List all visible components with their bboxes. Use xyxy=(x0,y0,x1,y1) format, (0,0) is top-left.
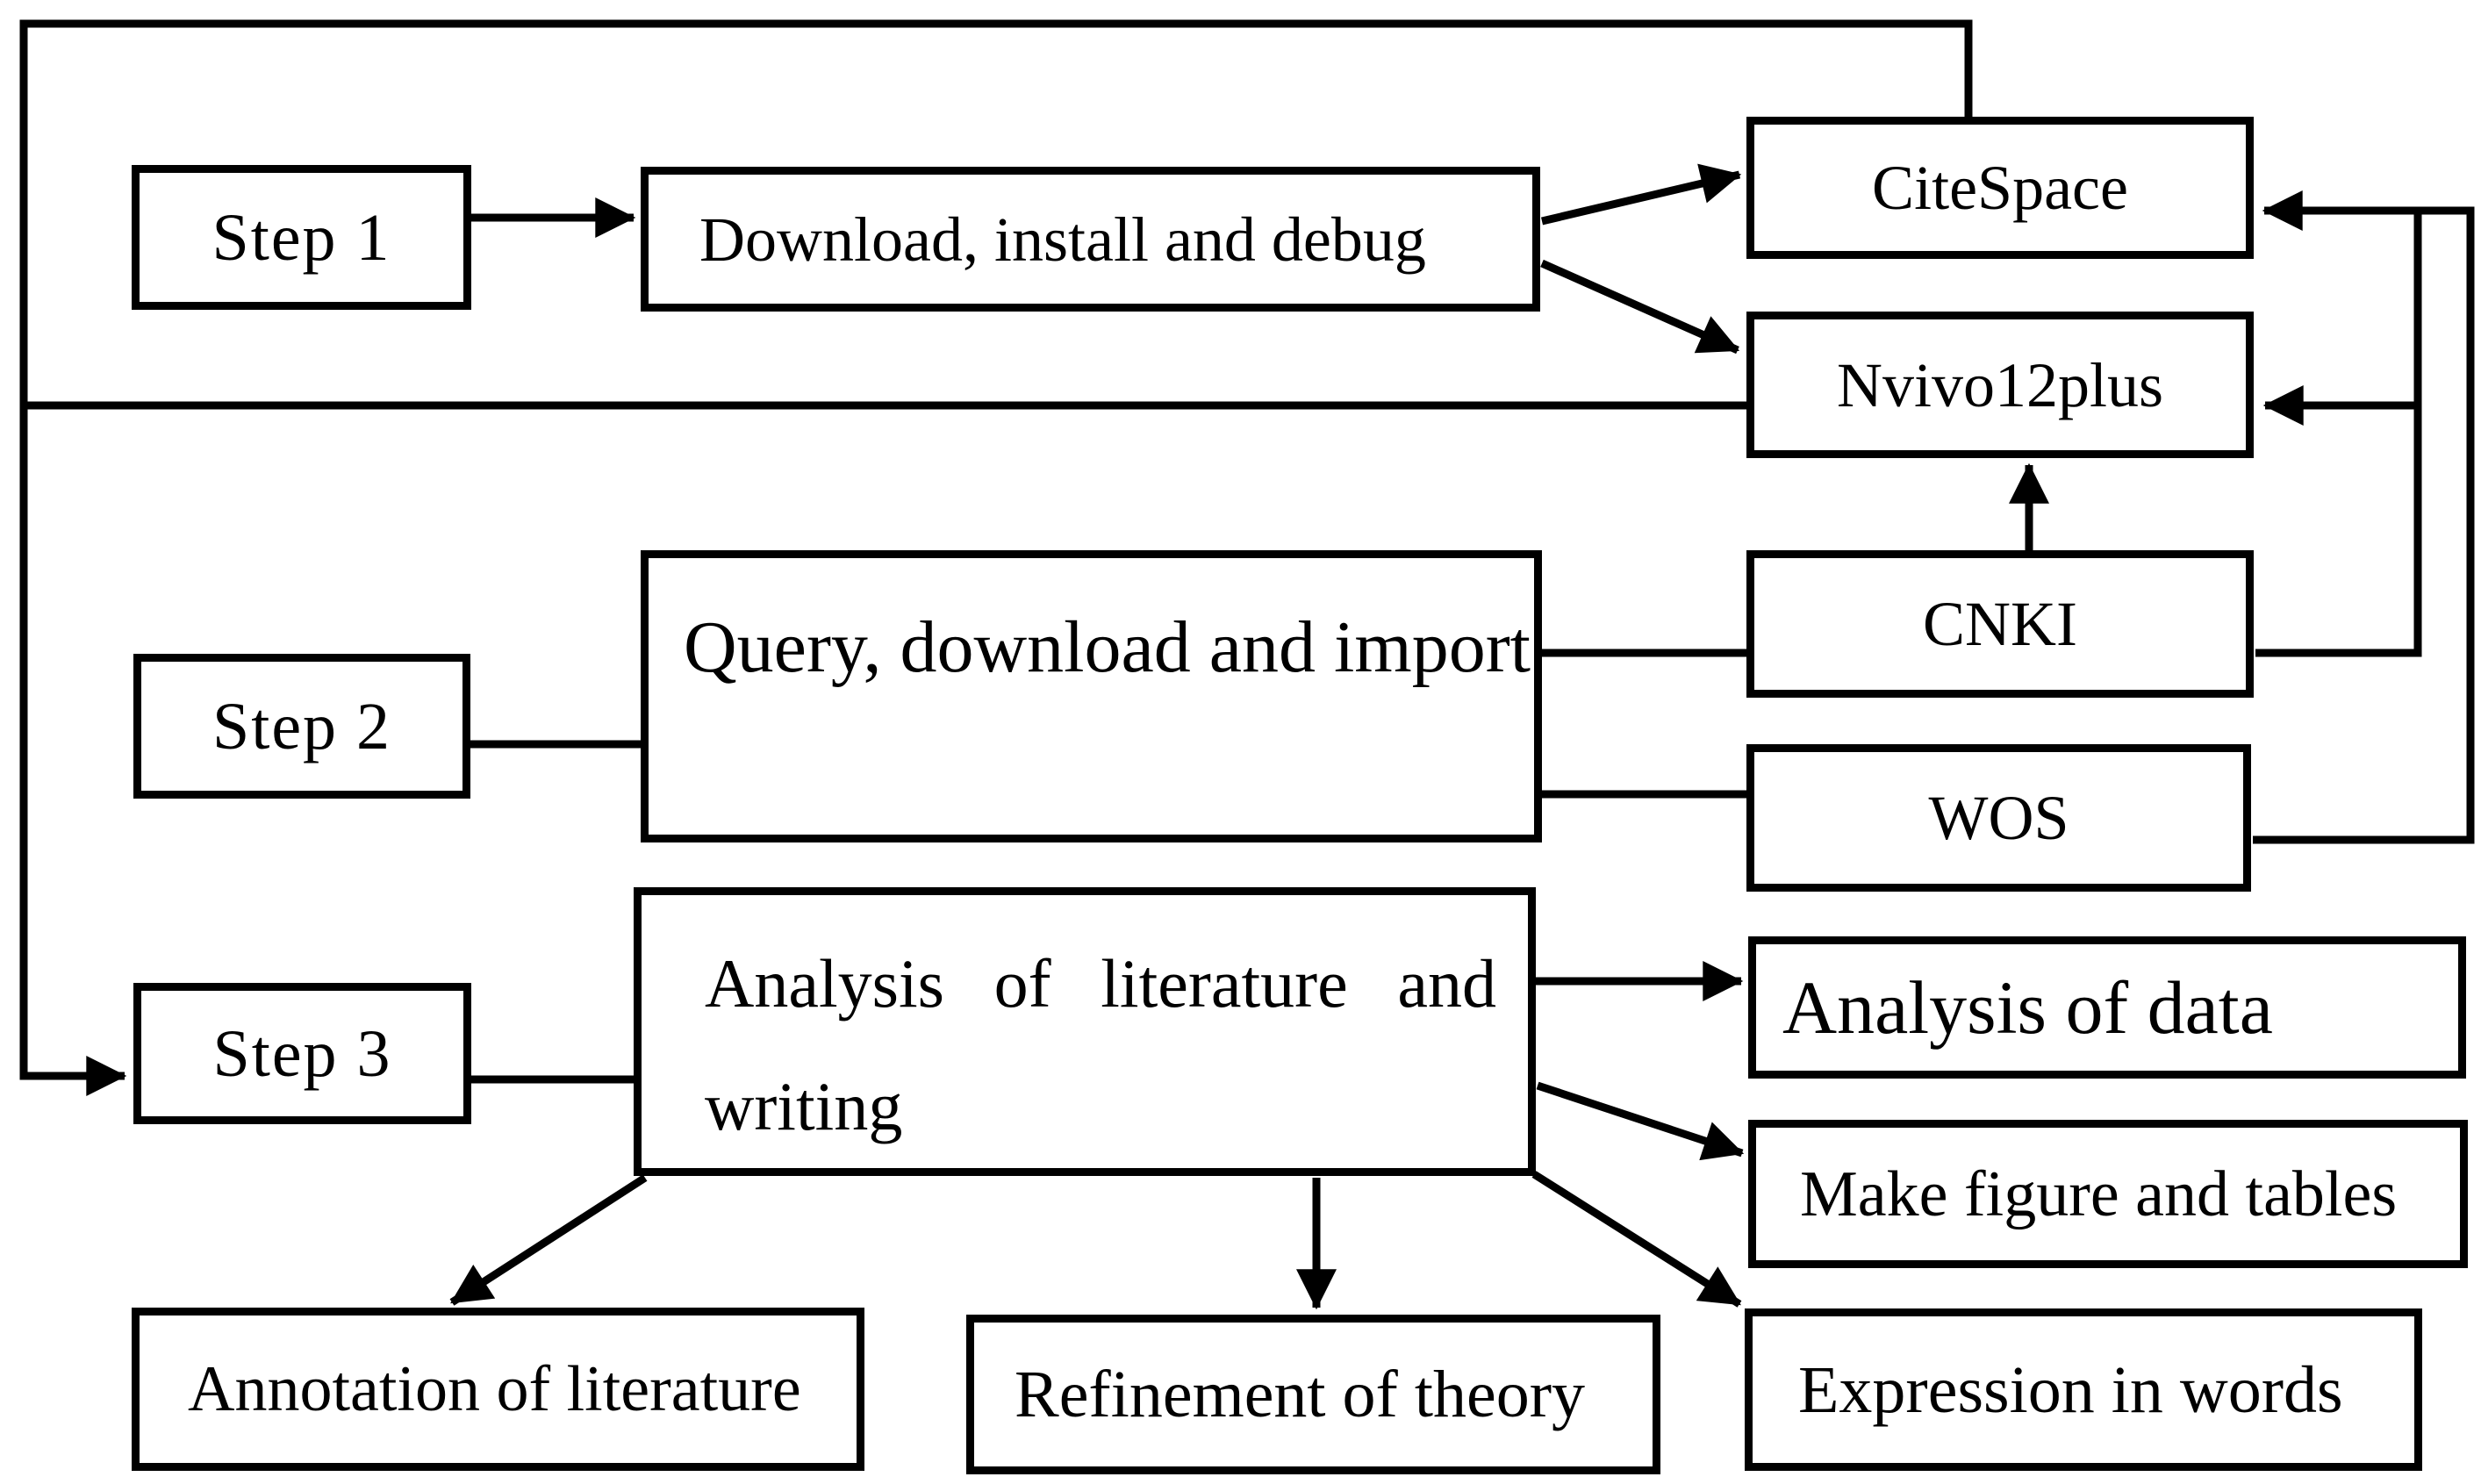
node-analysis-data-label: Analysis of data xyxy=(1782,965,2273,1050)
edge-cnki-rail-citespace xyxy=(2255,190,2422,657)
node-step3: Step 3 xyxy=(133,983,471,1124)
node-query-download-import: Query, download and import xyxy=(641,550,1542,842)
edge-download-citespace xyxy=(1540,163,1742,226)
edge-download-nvivo xyxy=(1540,259,1740,355)
node-cnki: CNKI xyxy=(1746,550,2254,698)
edge-analysis-figures xyxy=(1536,1081,1745,1161)
node-analysis-label-line2: writing xyxy=(705,1068,903,1144)
node-make-figure-tables: Make figure and tables xyxy=(1748,1120,2468,1268)
edge-analysis-expression xyxy=(1531,1171,1742,1308)
node-analysis-literature-writing: Analysis of literature and writing xyxy=(634,887,1536,1176)
node-refinement-label: Refinement of theory xyxy=(1015,1358,1586,1431)
node-make-figures-label: Make figure and tables xyxy=(1800,1158,2398,1230)
node-download-label: Download, install and debug xyxy=(699,204,1426,275)
node-analysis-of-data: Analysis of data xyxy=(1748,936,2466,1079)
node-annotation-label: Annotation of literature xyxy=(188,1353,801,1425)
node-analysis-label-line1: Analysis of literature and xyxy=(705,945,1496,1022)
node-query-label: Query, download and import xyxy=(684,606,1531,688)
node-download-install-debug: Download, install and debug xyxy=(641,167,1540,312)
node-step3-label: Step 3 xyxy=(212,1016,392,1091)
node-citespace-label: CiteSpace xyxy=(1872,153,2128,223)
node-annotation-of-literature: Annotation of literature xyxy=(132,1308,864,1471)
node-step1: Step 1 xyxy=(132,165,471,310)
node-citespace: CiteSpace xyxy=(1746,117,2254,259)
node-nvivo-label: Nvivo12plus xyxy=(1836,349,2164,420)
edge-analysis-annotation xyxy=(449,1174,648,1306)
node-step2-label: Step 2 xyxy=(212,689,392,764)
node-wos-label: WOS xyxy=(1928,783,2069,853)
node-step1-label: Step 1 xyxy=(212,200,391,275)
edge-citespace-top-left-rail-step3 xyxy=(19,19,1973,1096)
node-expression-in-words: Expression in words xyxy=(1745,1308,2422,1471)
node-refinement-of-theory: Refinement of theory xyxy=(966,1315,1660,1474)
edge-wos-rail xyxy=(2253,206,2475,844)
node-cnki-label: CNKI xyxy=(1923,589,2077,659)
node-expression-label: Expression in words xyxy=(1798,1352,2343,1427)
node-step2: Step 2 xyxy=(133,654,470,799)
node-wos: WOS xyxy=(1746,744,2251,892)
node-nvivo12plus: Nvivo12plus xyxy=(1746,312,2254,458)
node-analysis-label: Analysis of literature and writing xyxy=(705,950,1496,1141)
